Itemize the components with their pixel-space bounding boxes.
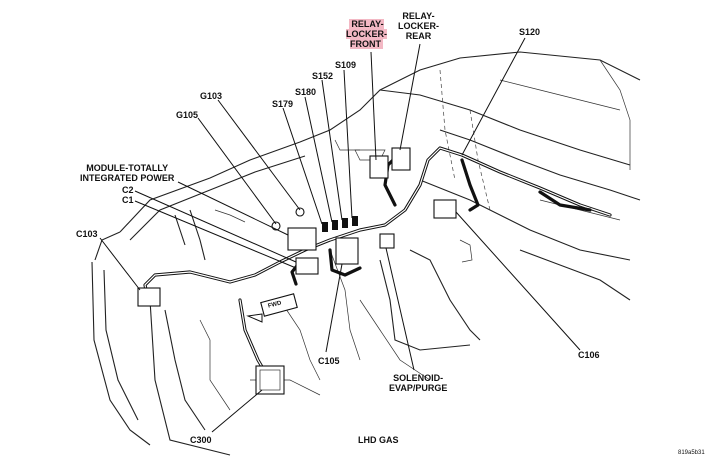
label-c2: C2 xyxy=(122,185,134,195)
label-s120: S120 xyxy=(519,27,541,37)
tip-module-c1-connector xyxy=(287,227,317,251)
solenoid-connector xyxy=(379,233,395,249)
tip-module-c2-connector xyxy=(295,257,319,275)
c103-connector xyxy=(137,287,161,307)
label-solenoid-evap-purge: SOLENOID- EVAP/PURGE xyxy=(389,373,448,393)
c300-connector xyxy=(255,365,285,395)
wiring-harness xyxy=(143,146,612,374)
g103-ground xyxy=(295,207,305,217)
label-c106: C106 xyxy=(578,350,600,360)
c106-connector xyxy=(433,199,457,219)
relay-rear xyxy=(391,147,411,171)
label-g105: G105 xyxy=(176,110,199,120)
label-s109: S109 xyxy=(335,60,357,70)
connectors xyxy=(137,147,457,395)
label-relay-locker-front: RELAY- LOCKER- FRONT xyxy=(346,19,387,49)
leader-lines xyxy=(99,37,581,433)
label-s180: S180 xyxy=(295,87,317,97)
label-c105: C105 xyxy=(318,356,340,366)
label-s152: S152 xyxy=(312,71,334,81)
body-structure xyxy=(91,51,641,456)
label-relay-locker-rear: RELAY- LOCKER- REAR xyxy=(398,11,439,41)
figure-id: 819a5b31 xyxy=(678,450,705,456)
label-c300: C300 xyxy=(190,435,212,445)
relay-locker-front-text: RELAY- LOCKER- FRONT xyxy=(346,19,387,49)
label-module-tip: MODULE-TOTALLY INTEGRATED POWER xyxy=(80,163,175,183)
label-g103: G103 xyxy=(200,91,223,101)
diagram-caption: LHD GAS xyxy=(358,435,399,445)
relay-front xyxy=(369,155,389,179)
forward-arrow-box xyxy=(260,293,298,317)
c105-connector xyxy=(335,237,359,265)
label-s179: S179 xyxy=(272,99,294,109)
label-c103: C103 xyxy=(76,229,98,239)
label-c1: C1 xyxy=(122,195,134,205)
